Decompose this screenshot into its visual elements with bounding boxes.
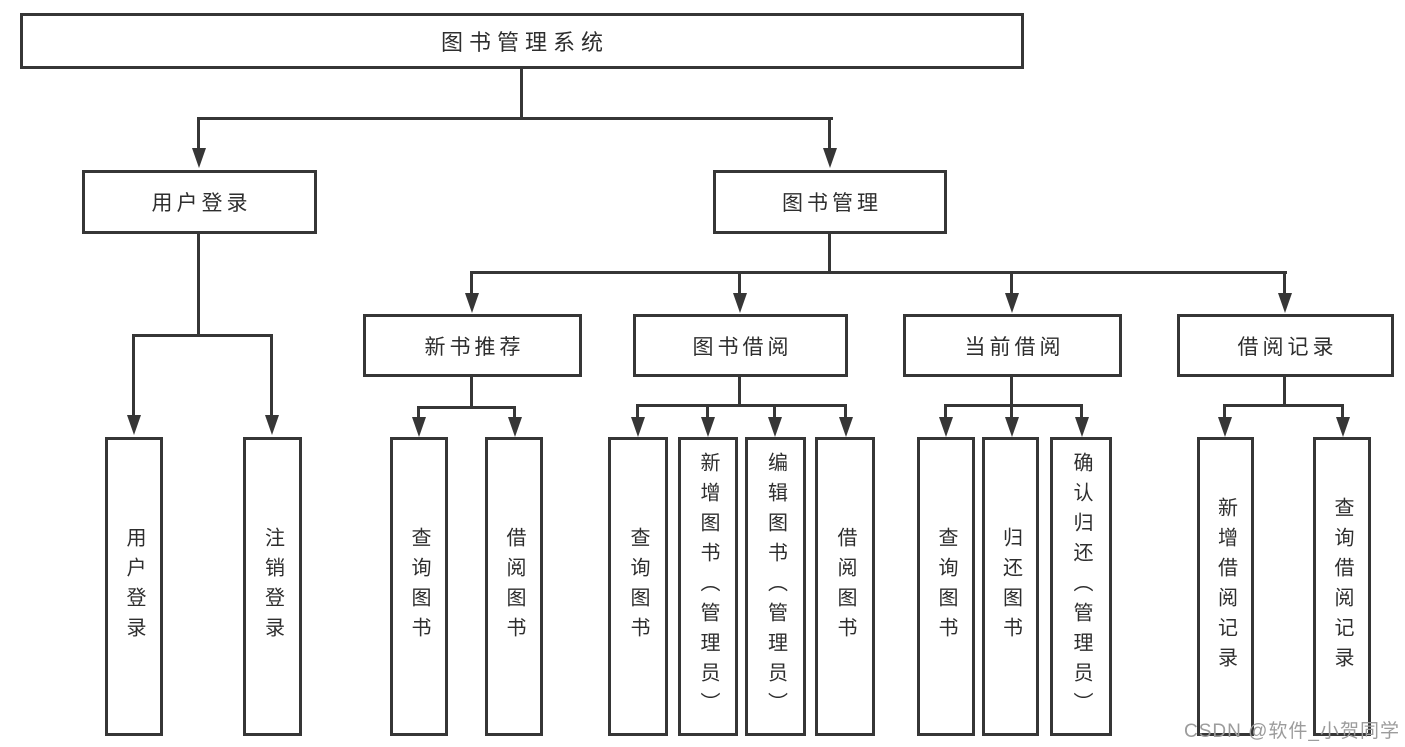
arrow-down-icon	[839, 417, 853, 437]
connector-line	[470, 271, 473, 295]
leaf-query-borrow-record: 查询借阅记录	[1313, 437, 1371, 736]
leaf-query-books-current: 查询图书	[917, 437, 975, 736]
connector-line	[270, 334, 273, 417]
connector-line	[1010, 377, 1013, 407]
connector-line	[132, 334, 135, 417]
node-label: 图书管理系统	[440, 30, 609, 55]
connector-line	[738, 377, 741, 407]
connector-line	[197, 117, 200, 150]
connector-line	[944, 404, 1083, 407]
leaf-edit-book-admin: 编辑图书（管理员）	[745, 437, 806, 736]
arrow-down-icon	[939, 417, 953, 437]
arrow-down-icon	[1005, 293, 1019, 313]
leaf-label: 新增图书（管理员）	[697, 451, 719, 722]
leaf-label: 查询借阅记录	[1331, 496, 1353, 677]
leaf-user-login: 用户登录	[105, 437, 163, 736]
leaf-label: 编辑图书（管理员）	[764, 451, 787, 722]
leaf-add-book-admin: 新增图书（管理员）	[678, 437, 738, 736]
node-label: 图书管理	[782, 192, 882, 215]
arrow-down-icon	[631, 417, 645, 437]
leaf-label: 查询图书	[627, 526, 649, 647]
arrow-down-icon	[412, 417, 426, 437]
connector-line	[132, 334, 273, 337]
leaf-logout: 注销登录	[243, 437, 302, 736]
connector-line	[513, 406, 516, 419]
arrow-down-icon	[733, 293, 747, 313]
node-book-borrowing: 图书借阅	[633, 314, 848, 377]
node-label: 借阅记录	[1237, 335, 1338, 359]
connector-line	[520, 69, 523, 118]
connector-line	[944, 404, 947, 419]
connector-line	[773, 404, 776, 419]
leaf-label: 用户登录	[123, 526, 145, 647]
leaf-confirm-return-admin: 确认归还（管理员）	[1050, 437, 1112, 736]
arrow-down-icon	[127, 415, 141, 435]
arrow-down-icon	[1218, 417, 1232, 437]
leaf-query-books-borrow: 查询图书	[608, 437, 668, 736]
connector-line	[417, 406, 420, 419]
node-label: 新书推荐	[424, 335, 525, 359]
arrow-down-icon	[1336, 417, 1350, 437]
connector-line	[706, 404, 709, 419]
arrow-down-icon	[465, 293, 479, 313]
leaf-borrow-books: 借阅图书	[815, 437, 875, 736]
leaf-query-books-recommend: 查询图书	[390, 437, 448, 736]
arrow-down-icon	[1005, 417, 1019, 437]
csdn-watermark: CSDN @软件_小贺同学	[1184, 721, 1400, 742]
node-label: 用户登录	[151, 192, 252, 215]
connector-line	[1010, 404, 1013, 419]
leaf-return-book: 归还图书	[982, 437, 1039, 736]
connector-line	[1283, 271, 1286, 295]
node-current-borrowing: 当前借阅	[903, 314, 1122, 377]
connector-line	[1223, 404, 1226, 419]
leaf-label: 新增借阅记录	[1214, 496, 1237, 677]
connector-line	[828, 234, 831, 274]
node-borrowing-records: 借阅记录	[1177, 314, 1394, 377]
node-user-login: 用户登录	[82, 170, 317, 234]
connector-line	[1223, 404, 1344, 407]
connector-line	[1010, 271, 1013, 295]
arrow-down-icon	[701, 417, 715, 437]
leaf-add-borrow-record: 新增借阅记录	[1197, 437, 1254, 736]
arrow-down-icon	[768, 417, 782, 437]
arrow-down-icon	[823, 148, 837, 168]
arrow-down-icon	[1278, 293, 1292, 313]
connector-line	[636, 404, 639, 419]
connector-line	[197, 117, 833, 120]
node-label: 当前借阅	[964, 335, 1065, 359]
leaf-label: 确认归还（管理员）	[1070, 451, 1092, 722]
connector-line	[197, 234, 200, 335]
arrow-down-icon	[265, 415, 279, 435]
node-label: 图书借阅	[692, 335, 793, 359]
node-new-book-recommend: 新书推荐	[363, 314, 582, 377]
connector-line	[1080, 404, 1083, 419]
leaf-label: 查询图书	[408, 526, 430, 647]
connector-line	[636, 404, 847, 407]
arrow-down-icon	[508, 417, 522, 437]
leaf-label: 注销登录	[261, 526, 284, 647]
leaf-label: 查询图书	[935, 526, 957, 647]
connector-line	[1341, 404, 1344, 419]
node-library-system: 图书管理系统	[20, 13, 1024, 69]
connector-line	[828, 117, 831, 150]
arrow-down-icon	[1075, 417, 1089, 437]
connector-line	[417, 406, 516, 409]
leaf-borrow-books-recommend: 借阅图书	[485, 437, 543, 736]
node-book-management: 图书管理	[713, 170, 947, 234]
connector-line	[844, 404, 847, 419]
connector-line	[470, 377, 473, 409]
arrow-down-icon	[192, 148, 206, 168]
leaf-label: 归还图书	[999, 526, 1022, 647]
leaf-label: 借阅图书	[503, 526, 525, 647]
leaf-label: 借阅图书	[834, 526, 856, 647]
connector-line	[1283, 377, 1286, 407]
connector-line	[470, 271, 1287, 274]
connector-line	[738, 271, 741, 295]
